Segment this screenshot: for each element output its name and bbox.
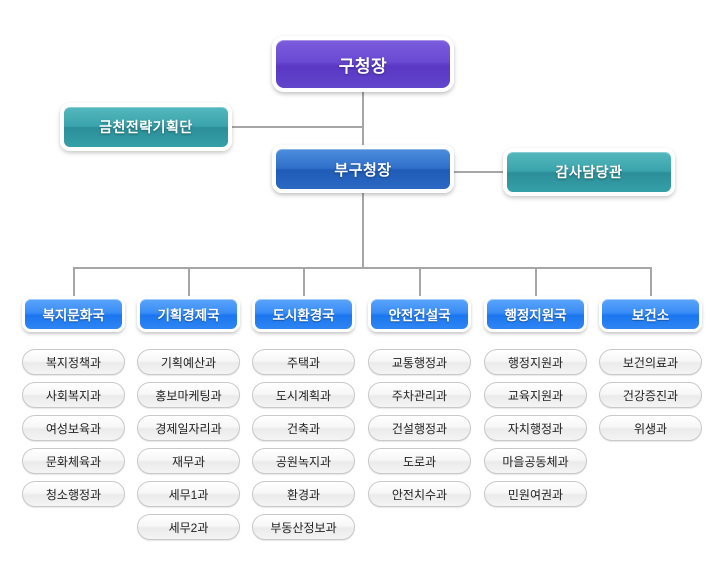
sub-item[interactable]: 경제일자리과 — [137, 415, 240, 441]
sub-item[interactable]: 교육지원과 — [484, 382, 587, 408]
sub-item[interactable]: 주택과 — [252, 349, 355, 375]
connector-vice-to-bus — [362, 193, 364, 268]
sub-item-label: 문화체육과 — [45, 454, 102, 469]
sub-item[interactable]: 세무1과 — [137, 481, 240, 507]
sub-item-label: 경제일자리과 — [155, 421, 222, 436]
dept-header-label: 도시환경국 — [272, 308, 335, 323]
sub-item[interactable]: 환경과 — [252, 481, 355, 507]
sub-item-label: 도로과 — [402, 454, 437, 469]
sub-item-label: 청소행정과 — [45, 487, 102, 502]
connector-bus — [73, 267, 651, 269]
sub-item-label: 건설행정과 — [391, 421, 448, 436]
sub-item-label: 교통행정과 — [391, 355, 448, 370]
sub-item-label: 행정지원과 — [507, 355, 564, 370]
sub-item-label: 세무2과 — [168, 520, 209, 535]
sub-item[interactable]: 건축과 — [252, 415, 355, 441]
sub-item-label: 홍보마케팅과 — [155, 388, 222, 403]
sub-item-label: 공원녹지과 — [275, 454, 332, 469]
sub-item[interactable]: 재무과 — [137, 448, 240, 474]
dept-header-urban-environment[interactable]: 도시환경국 — [252, 296, 355, 332]
sub-item-label: 환경과 — [286, 487, 321, 502]
dept-header-label: 기획경제국 — [157, 308, 220, 323]
dept-header-health-center[interactable]: 보건소 — [599, 296, 702, 332]
sub-item-label: 복지정책과 — [45, 355, 102, 370]
sub-item[interactable]: 마을공동체과 — [484, 448, 587, 474]
sub-item[interactable]: 공원녹지과 — [252, 448, 355, 474]
sub-item[interactable]: 홍보마케팅과 — [137, 382, 240, 408]
node-vice-mayor-label: 부구청장 — [334, 161, 392, 179]
dept-header-welfare-culture[interactable]: 복지문화국 — [22, 296, 125, 332]
sub-item-label: 주차관리과 — [391, 388, 448, 403]
sub-item-label: 재무과 — [171, 454, 206, 469]
sub-item-label: 보건의료과 — [622, 355, 679, 370]
sub-item[interactable]: 건설행정과 — [368, 415, 471, 441]
node-gu-mayor[interactable]: 구청장 — [272, 36, 454, 92]
sub-item[interactable]: 세무2과 — [137, 514, 240, 540]
sub-item[interactable]: 사회복지과 — [22, 382, 125, 408]
sub-item-label: 기획예산과 — [160, 355, 217, 370]
sub-item-label: 세무1과 — [168, 487, 209, 502]
dept-header-label: 보건소 — [631, 308, 670, 323]
dept-header-safety-construction[interactable]: 안전건설국 — [368, 296, 471, 332]
connector-drop-6 — [650, 267, 652, 297]
sub-item-label: 민원여권과 — [507, 487, 564, 502]
connector-strategy — [232, 126, 363, 128]
sub-item[interactable]: 여성보육과 — [22, 415, 125, 441]
sub-item[interactable]: 행정지원과 — [484, 349, 587, 375]
sub-item-label: 안전치수과 — [391, 487, 448, 502]
connector-drop-2 — [188, 267, 190, 297]
sub-item[interactable]: 건강증진과 — [599, 382, 702, 408]
node-audit-officer-label: 감사담당관 — [555, 164, 623, 180]
sub-item[interactable]: 자치행정과 — [484, 415, 587, 441]
connector-root-to-vice — [362, 92, 364, 145]
sub-item[interactable]: 복지정책과 — [22, 349, 125, 375]
sub-item[interactable]: 도시계획과 — [252, 382, 355, 408]
sub-item-label: 자치행정과 — [507, 421, 564, 436]
dept-header-label: 행정지원국 — [504, 308, 567, 323]
connector-audit — [454, 171, 503, 173]
node-gu-mayor-label: 구청장 — [338, 56, 388, 76]
dept-header-label: 안전건설국 — [388, 308, 451, 323]
sub-item[interactable]: 안전치수과 — [368, 481, 471, 507]
sub-item-label: 건축과 — [286, 421, 321, 436]
sub-item-label: 위생과 — [633, 421, 668, 436]
sub-item-label: 교육지원과 — [507, 388, 564, 403]
node-strategy-planning-team-label: 금천전략기획단 — [99, 119, 193, 135]
dept-header-admin-support[interactable]: 행정지원국 — [484, 296, 587, 332]
connector-drop-3 — [303, 267, 305, 297]
sub-item-label: 부동산정보과 — [270, 520, 337, 535]
sub-item[interactable]: 부동산정보과 — [252, 514, 355, 540]
sub-item[interactable]: 보건의료과 — [599, 349, 702, 375]
sub-item[interactable]: 청소행정과 — [22, 481, 125, 507]
sub-item-label: 사회복지과 — [45, 388, 102, 403]
sub-item-label: 마을공동체과 — [502, 454, 569, 469]
sub-item[interactable]: 문화체육과 — [22, 448, 125, 474]
dept-header-planning-economy[interactable]: 기획경제국 — [137, 296, 240, 332]
sub-item[interactable]: 도로과 — [368, 448, 471, 474]
dept-header-label: 복지문화국 — [42, 308, 105, 323]
connector-drop-4 — [419, 267, 421, 297]
node-vice-mayor[interactable]: 부구청장 — [272, 145, 454, 193]
connector-drop-1 — [73, 267, 75, 297]
sub-item-label: 건강증진과 — [622, 388, 679, 403]
sub-item[interactable]: 교통행정과 — [368, 349, 471, 375]
sub-item[interactable]: 민원여권과 — [484, 481, 587, 507]
node-audit-officer[interactable]: 감사담당관 — [503, 148, 675, 196]
sub-item-label: 주택과 — [286, 355, 321, 370]
node-strategy-planning-team[interactable]: 금천전략기획단 — [60, 103, 232, 151]
sub-item-label: 여성보육과 — [45, 421, 102, 436]
sub-item-label: 도시계획과 — [275, 388, 332, 403]
sub-item[interactable]: 기획예산과 — [137, 349, 240, 375]
connector-drop-5 — [535, 267, 537, 297]
sub-item[interactable]: 위생과 — [599, 415, 702, 441]
sub-item[interactable]: 주차관리과 — [368, 382, 471, 408]
